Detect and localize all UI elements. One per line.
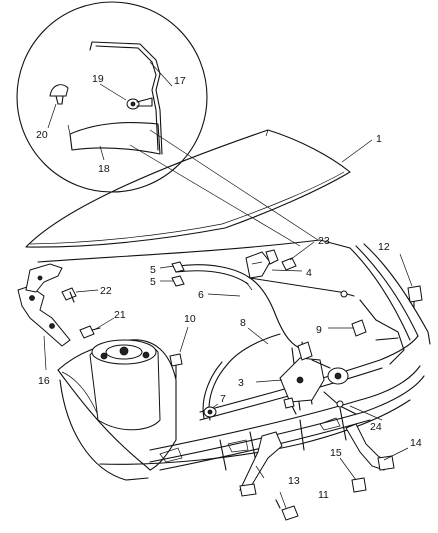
hood-hinge [17,263,71,347]
callout-4: 4 [306,267,312,279]
callout-14: 14 [410,437,422,449]
callout-15: 15 [330,447,342,459]
callout-11: 11 [318,489,329,501]
push-pin [49,84,69,105]
callout-24: 24 [370,421,382,433]
callout-21: 21 [114,309,126,321]
strut-tower [89,339,161,431]
bolt-5-pair [171,261,185,287]
callout-10: 10 [184,313,196,325]
callout-13: 13 [288,475,300,487]
callout-22: 22 [100,285,112,297]
hood-bumper [169,353,183,379]
callout-19: 19 [92,73,104,85]
callout-3: 3 [238,377,244,389]
clip-23 [281,257,297,271]
striker [323,391,357,415]
grommet-7 [203,406,217,418]
callout-1: 1 [376,133,382,145]
bolt-11 [275,499,299,521]
callout-7: 7 [220,393,226,405]
latch-bracket [245,249,279,279]
callout-17: 17 [174,75,186,87]
callout-20: 20 [36,129,48,141]
bolt-15 [351,477,367,493]
detail-leader-lower [129,144,301,247]
callout-5b: 5 [150,276,156,288]
bumper-stop [351,319,367,337]
callout-16: 16 [38,375,50,387]
callout-12: 12 [378,241,390,253]
detail-leader-upper [149,129,319,241]
callout-5a: 5 [150,264,156,276]
hood-panel [25,129,351,248]
callout-labels: 1 3 4 5 5 6 7 8 9 10 11 12 13 14 15 16 1… [36,73,422,501]
release-cable [175,264,355,421]
callout-18: 18 [98,163,110,175]
hood-latch [279,341,349,415]
callout-9: 9 [316,324,322,336]
apron-bolt [283,397,295,409]
prop-rod [91,41,163,155]
bolt-12 [407,285,423,309]
callout-6: 6 [198,289,204,301]
callout-8: 8 [240,317,246,329]
support-bracket-13 [239,431,283,497]
callout-leaders [43,61,413,509]
grommet [126,97,153,110]
support-bracket-14 [345,423,395,471]
hinge-bolt [61,287,77,303]
hood-corner-panel [69,122,161,155]
callout-23: 23 [318,235,330,247]
